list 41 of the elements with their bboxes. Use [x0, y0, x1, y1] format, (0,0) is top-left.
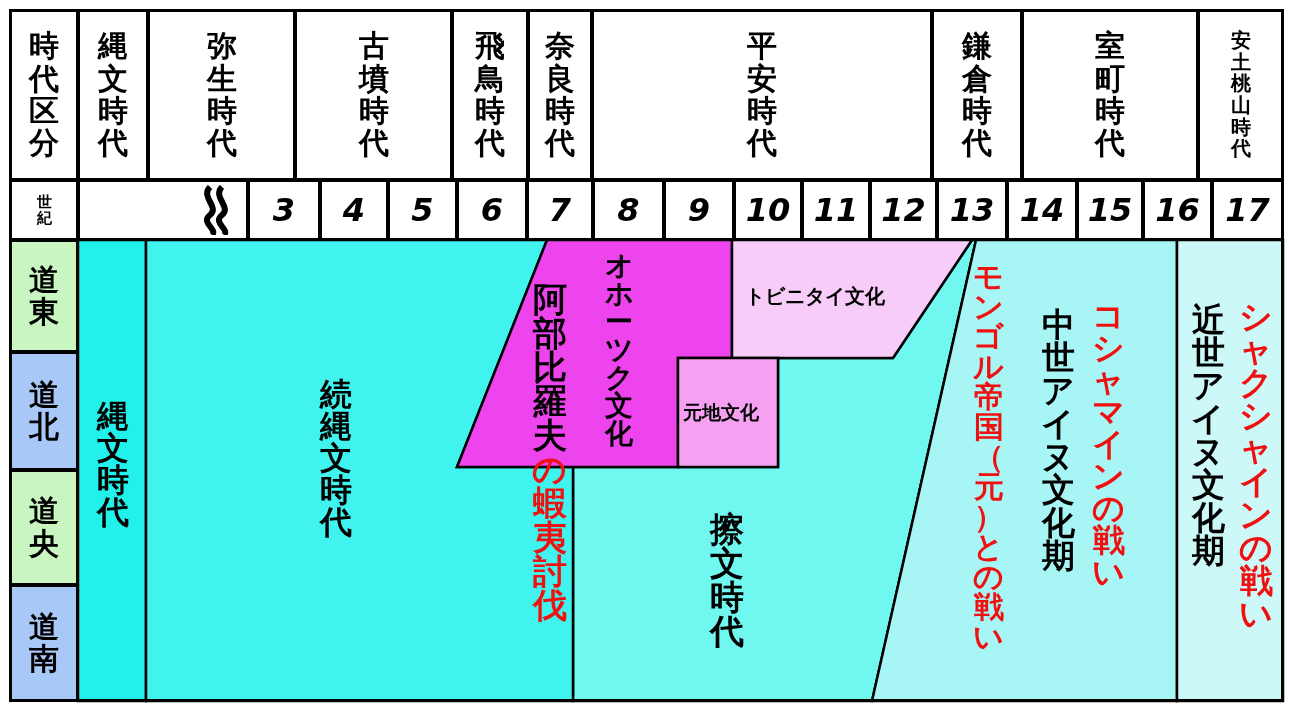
century-number: 8: [617, 191, 640, 229]
culture-name: 続縄文時代: [318, 378, 353, 538]
century-number: 9: [687, 191, 711, 229]
period-name: 鎌倉時代: [960, 30, 993, 160]
event-note: コシャマインの戦い: [1091, 300, 1127, 588]
culture-name: オホーツク文化: [604, 252, 635, 448]
century-number: 13: [949, 191, 995, 229]
century-number: 14: [1019, 191, 1065, 229]
region-name: 道南: [28, 610, 60, 676]
region-name: 道東: [28, 263, 60, 329]
century-number: 17: [1225, 191, 1270, 229]
culture-name: トビニタイ文化: [745, 286, 885, 306]
culture-name: 近世アイヌ文化期: [1190, 303, 1227, 567]
century-number: 10: [745, 191, 791, 229]
region-name: 道北: [27, 378, 60, 444]
century-number: 15: [1087, 191, 1133, 229]
culture-name: 縄文時代: [95, 400, 130, 528]
period-name: 弥生時代: [205, 30, 238, 160]
century-number: 11: [813, 191, 859, 229]
period-name: 古墳時代: [357, 30, 390, 160]
culture-name: 元地文化: [683, 403, 759, 422]
period-name: 飛鳥時代: [473, 30, 506, 160]
century-number: 16: [1155, 191, 1200, 229]
period-name: 安土桃山時代: [1229, 30, 1252, 160]
region-name: 道央: [28, 495, 60, 560]
event-note: シャクシャインの戦い: [1238, 300, 1275, 630]
culture-name: 中世アイヌ文化期: [1040, 308, 1077, 572]
period-name: 世紀: [35, 193, 53, 227]
period-name: 平安時代: [745, 30, 778, 160]
century-number: 12: [881, 191, 926, 229]
period-name: 奈良時代: [543, 30, 576, 160]
period-name: 時代区分: [27, 30, 60, 160]
century-number: 7: [548, 191, 572, 229]
event-note: モンゴル帝国（元）との戦い: [972, 262, 1005, 652]
century-number: 5: [411, 191, 434, 229]
century-number: 3: [272, 191, 296, 229]
culture-name: 擦文時代: [708, 512, 745, 648]
century-number: 4: [342, 191, 366, 229]
period-name: 室町時代: [1093, 30, 1126, 160]
century-number: 6: [480, 191, 504, 229]
period-name: 縄文時代: [96, 30, 129, 160]
